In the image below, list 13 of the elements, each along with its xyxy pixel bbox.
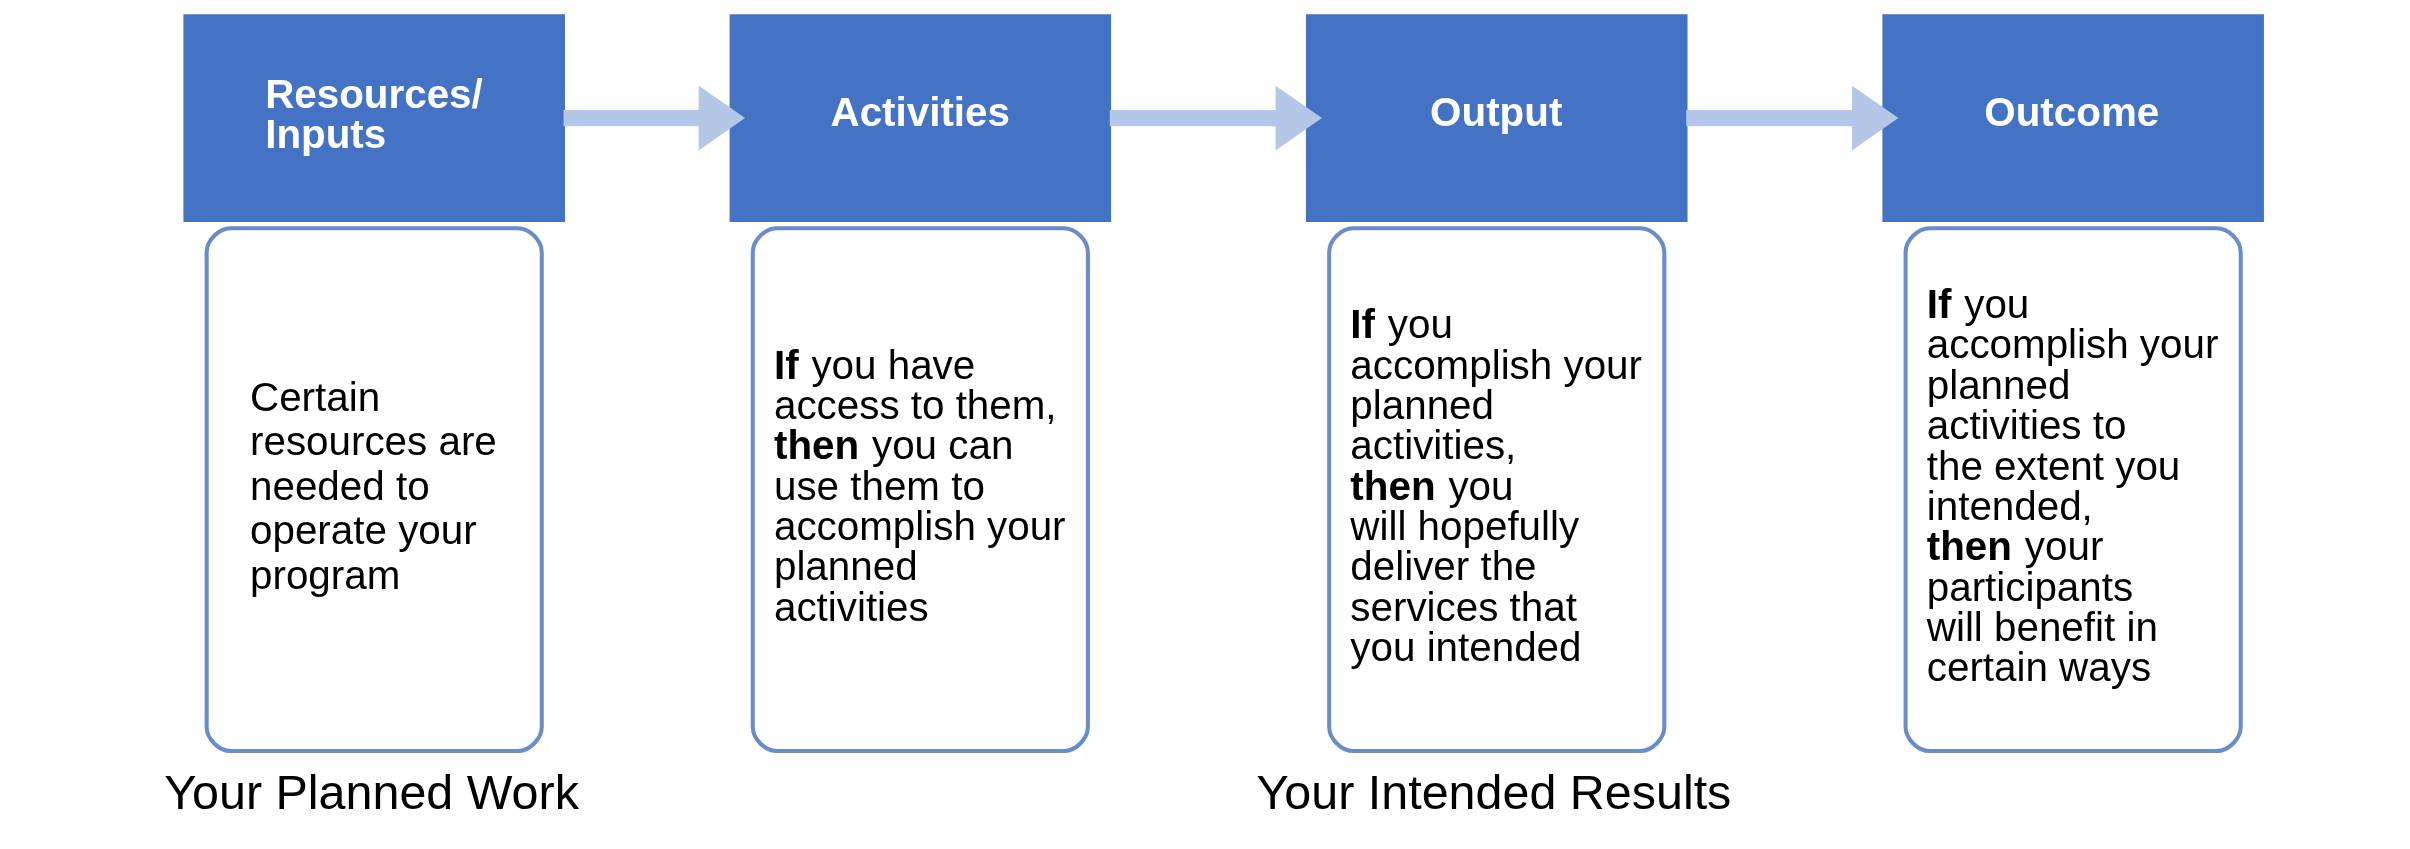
node-box: Outcome (1882, 14, 2264, 223)
arrow (1109, 85, 1322, 151)
node-box: Resources/ Inputs (183, 14, 565, 223)
node-box: If you accomplish your planned activities, then you will hopefully deliver the services that you intended (1327, 226, 1667, 754)
node-box: Certain resources are needed to operate your program (204, 226, 544, 754)
node-box: If you accomplish your planned activities to the extent you intended, then your participants will benefit in certain ways (1903, 226, 2243, 754)
label: Your Intended Results (1256, 765, 1732, 820)
node-box: Output (1305, 14, 1688, 223)
arrow (1686, 85, 1899, 151)
arrow (563, 85, 746, 151)
node-box: Activities (729, 14, 1112, 223)
node-box: If you have access to them, then you can use them to accomplish your planned activities (750, 226, 1090, 754)
label: Your Planned Work (164, 765, 579, 820)
